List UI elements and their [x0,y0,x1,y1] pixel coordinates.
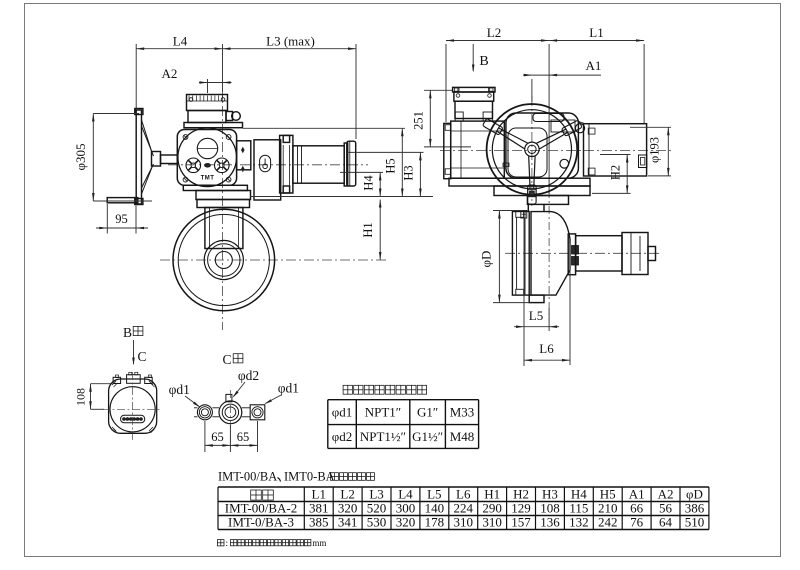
svg-text:56: 56 [659,500,673,515]
svg-text:L5: L5 [427,486,441,501]
svg-text:76: 76 [630,514,644,529]
svg-text:300: 300 [396,500,416,515]
svg-text:108: 108 [540,500,560,515]
svg-text:136: 136 [540,514,560,529]
svg-text:A1: A1 [629,486,645,501]
svg-text:NPT1″: NPT1″ [365,405,401,420]
svg-text:L3 (max): L3 (max) [266,34,315,49]
svg-text:H1: H1 [484,486,500,501]
svg-text:290: 290 [482,500,502,515]
svg-text:M33: M33 [450,405,475,420]
svg-text:224: 224 [454,500,474,515]
svg-text:115: 115 [569,500,588,515]
svg-text:φ193: φ193 [648,137,662,163]
svg-text:IMT-00/BA: IMT-00/BA [218,470,277,484]
svg-text:φd1: φd1 [278,381,299,396]
svg-text:IMT-0/BA-3: IMT-0/BA-3 [228,514,294,529]
svg-text:H5: H5 [600,486,616,501]
svg-text:G1″: G1″ [417,405,438,420]
svg-text:157: 157 [511,514,531,529]
svg-text:φD: φD [686,486,703,501]
svg-text:H2: H2 [609,165,623,180]
svg-text:H3: H3 [542,486,558,501]
svg-text:L1: L1 [312,486,326,501]
svg-text:251: 251 [411,111,425,130]
svg-text:L3: L3 [369,486,383,501]
svg-text:A2: A2 [162,66,178,81]
svg-text:H4: H4 [361,175,375,191]
svg-text:φ305: φ305 [73,143,88,170]
svg-text:95: 95 [115,212,128,226]
svg-text:G1½″: G1½″ [412,429,443,444]
svg-text:385: 385 [309,514,329,529]
svg-text:320: 320 [338,500,358,515]
svg-text:C: C [137,349,146,364]
svg-text:178: 178 [425,514,445,529]
svg-text:H5: H5 [384,158,398,173]
svg-text:65: 65 [237,430,250,444]
svg-text:mm: mm [312,538,326,548]
svg-text:H2: H2 [513,486,529,501]
svg-text:A1: A1 [586,58,602,73]
svg-text:140: 140 [425,500,445,515]
svg-text:L6: L6 [539,341,554,356]
svg-text:L5: L5 [529,308,543,323]
svg-text:530: 530 [367,514,387,529]
svg-text:210: 210 [598,500,618,515]
svg-text:65: 65 [211,430,224,444]
svg-text:A2: A2 [658,486,674,501]
svg-text:510: 510 [685,514,705,529]
svg-text:φd1: φd1 [332,405,353,420]
svg-text:TMT: TMT [201,176,215,182]
svg-text:φd2: φd2 [238,368,259,383]
svg-text:M48: M48 [450,429,475,444]
svg-text:L6: L6 [456,486,471,501]
svg-text:64: 64 [659,514,673,529]
svg-text:H1: H1 [361,222,375,237]
svg-text:H3: H3 [402,165,416,180]
svg-text:φD: φD [479,251,494,268]
svg-text:L2: L2 [340,486,354,501]
svg-text:66: 66 [630,500,644,515]
svg-text:242: 242 [598,514,618,529]
svg-text:320: 320 [396,514,416,529]
svg-text:B: B [123,325,132,340]
svg-text:L4: L4 [398,486,413,501]
svg-text:129: 129 [511,500,531,515]
svg-text:520: 520 [367,500,387,515]
svg-text:B: B [479,54,488,69]
svg-text:L2: L2 [487,25,501,40]
svg-text:φd2: φd2 [332,429,353,444]
svg-text:IMT-00/BA-2: IMT-00/BA-2 [225,500,297,515]
svg-text:H4: H4 [571,486,587,501]
svg-text:L1: L1 [589,25,603,40]
svg-text:C: C [222,352,231,367]
svg-text:310: 310 [454,514,474,529]
svg-text:NPT1½″: NPT1½″ [360,429,406,444]
svg-text:310: 310 [482,514,502,529]
svg-text::: : [226,538,229,548]
svg-text:341: 341 [338,514,358,529]
svg-text:381: 381 [309,500,329,515]
svg-text:132: 132 [569,514,589,529]
svg-text:L4: L4 [173,34,188,49]
svg-text:108: 108 [74,388,88,406]
svg-text:386: 386 [685,500,705,515]
svg-text:IMT0-BA: IMT0-BA [284,470,335,484]
svg-text:φd1: φd1 [169,382,190,397]
